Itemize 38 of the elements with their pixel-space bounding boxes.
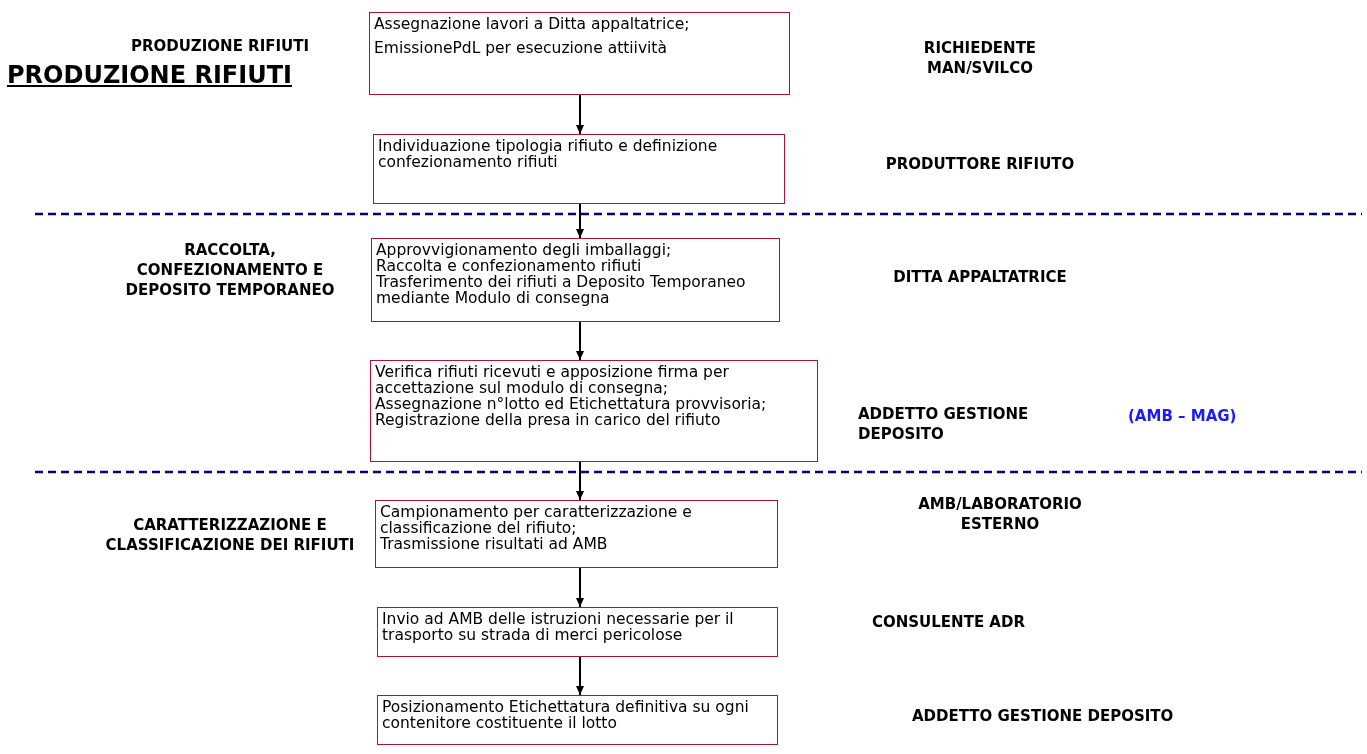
step-text: Approvvigionamento degli imballaggi; xyxy=(376,242,673,258)
step-text: Campionamento per caratterizzazione e classificazione del rifiuto; xyxy=(380,504,693,536)
role-label: DITTA APPALTATRICE xyxy=(893,267,1067,287)
role-label: AMB/LABORATORIO ESTERNO xyxy=(917,494,1083,534)
phase-label: RACCOLTA, CONFEZIONAMENTO E DEPOSITO TEMPORANEO xyxy=(124,240,336,300)
process-box xyxy=(370,360,818,462)
step-text: Posizionamento Etichettatura definitiva su ogni contenitore costituente il lotto xyxy=(382,699,750,731)
step-text: Assegnazione n°lotto ed Etichettatura provvisoria; xyxy=(375,396,768,412)
arrow xyxy=(576,203,584,239)
step-text: Verifica rifiuti ricevuti e apposizione firma per accettazione sul modulo di consegna; xyxy=(375,364,729,396)
step-text: EmissionePdL per esecuzione attiività xyxy=(374,40,668,56)
process-box xyxy=(377,607,778,657)
role-label: CONSULENTE ADR xyxy=(872,612,1025,632)
role-label: PRODUTTORE RIFIUTO xyxy=(885,154,1075,174)
step-text: Raccolta e confezionamento rifiuti xyxy=(376,258,642,274)
role-label: (AMB – MAG) xyxy=(1128,406,1237,426)
role-label: ADDETTO GESTIONE DEPOSITO xyxy=(912,706,1174,726)
step-text: Invio ad AMB delle istruzioni necessarie per il trasporto su strada di merci pericolose xyxy=(382,611,735,643)
step-text: Trasferimento dei rifiuti a Deposito Temporaneo mediante Modulo di consegna xyxy=(376,274,747,306)
process-box xyxy=(369,12,790,95)
process-box xyxy=(377,695,778,745)
step-text: Individuazione tipologia rifiuto e definizione confezionamento rifiuti xyxy=(378,138,719,170)
process-box xyxy=(375,500,778,568)
arrow xyxy=(576,94,584,135)
arrow xyxy=(576,656,584,696)
step-text: Registrazione della presa in carico del rifiuto xyxy=(375,412,721,428)
process-box xyxy=(373,134,785,204)
role-label: ADDETTO GESTIONE DEPOSITO xyxy=(858,404,1030,444)
process-box xyxy=(371,238,780,322)
arrow xyxy=(576,321,584,361)
step-text: Assegnazione lavori a Ditta appaltatrice; xyxy=(374,16,691,32)
arrow xyxy=(576,461,584,501)
arrow xyxy=(576,567,584,608)
title: PRODUZIONE RIFIUTI xyxy=(7,60,292,90)
role-label: RICHIEDENTE MAN/SVILCO xyxy=(922,38,1038,78)
step-text: Trasmissione risultati ad AMB xyxy=(380,536,609,552)
phase-label: CARATTERIZZAZIONE E CLASSIFICAZIONE DEI RIFIUTI xyxy=(104,515,356,555)
phase-label: PRODUZIONE RIFIUTI xyxy=(130,36,310,56)
